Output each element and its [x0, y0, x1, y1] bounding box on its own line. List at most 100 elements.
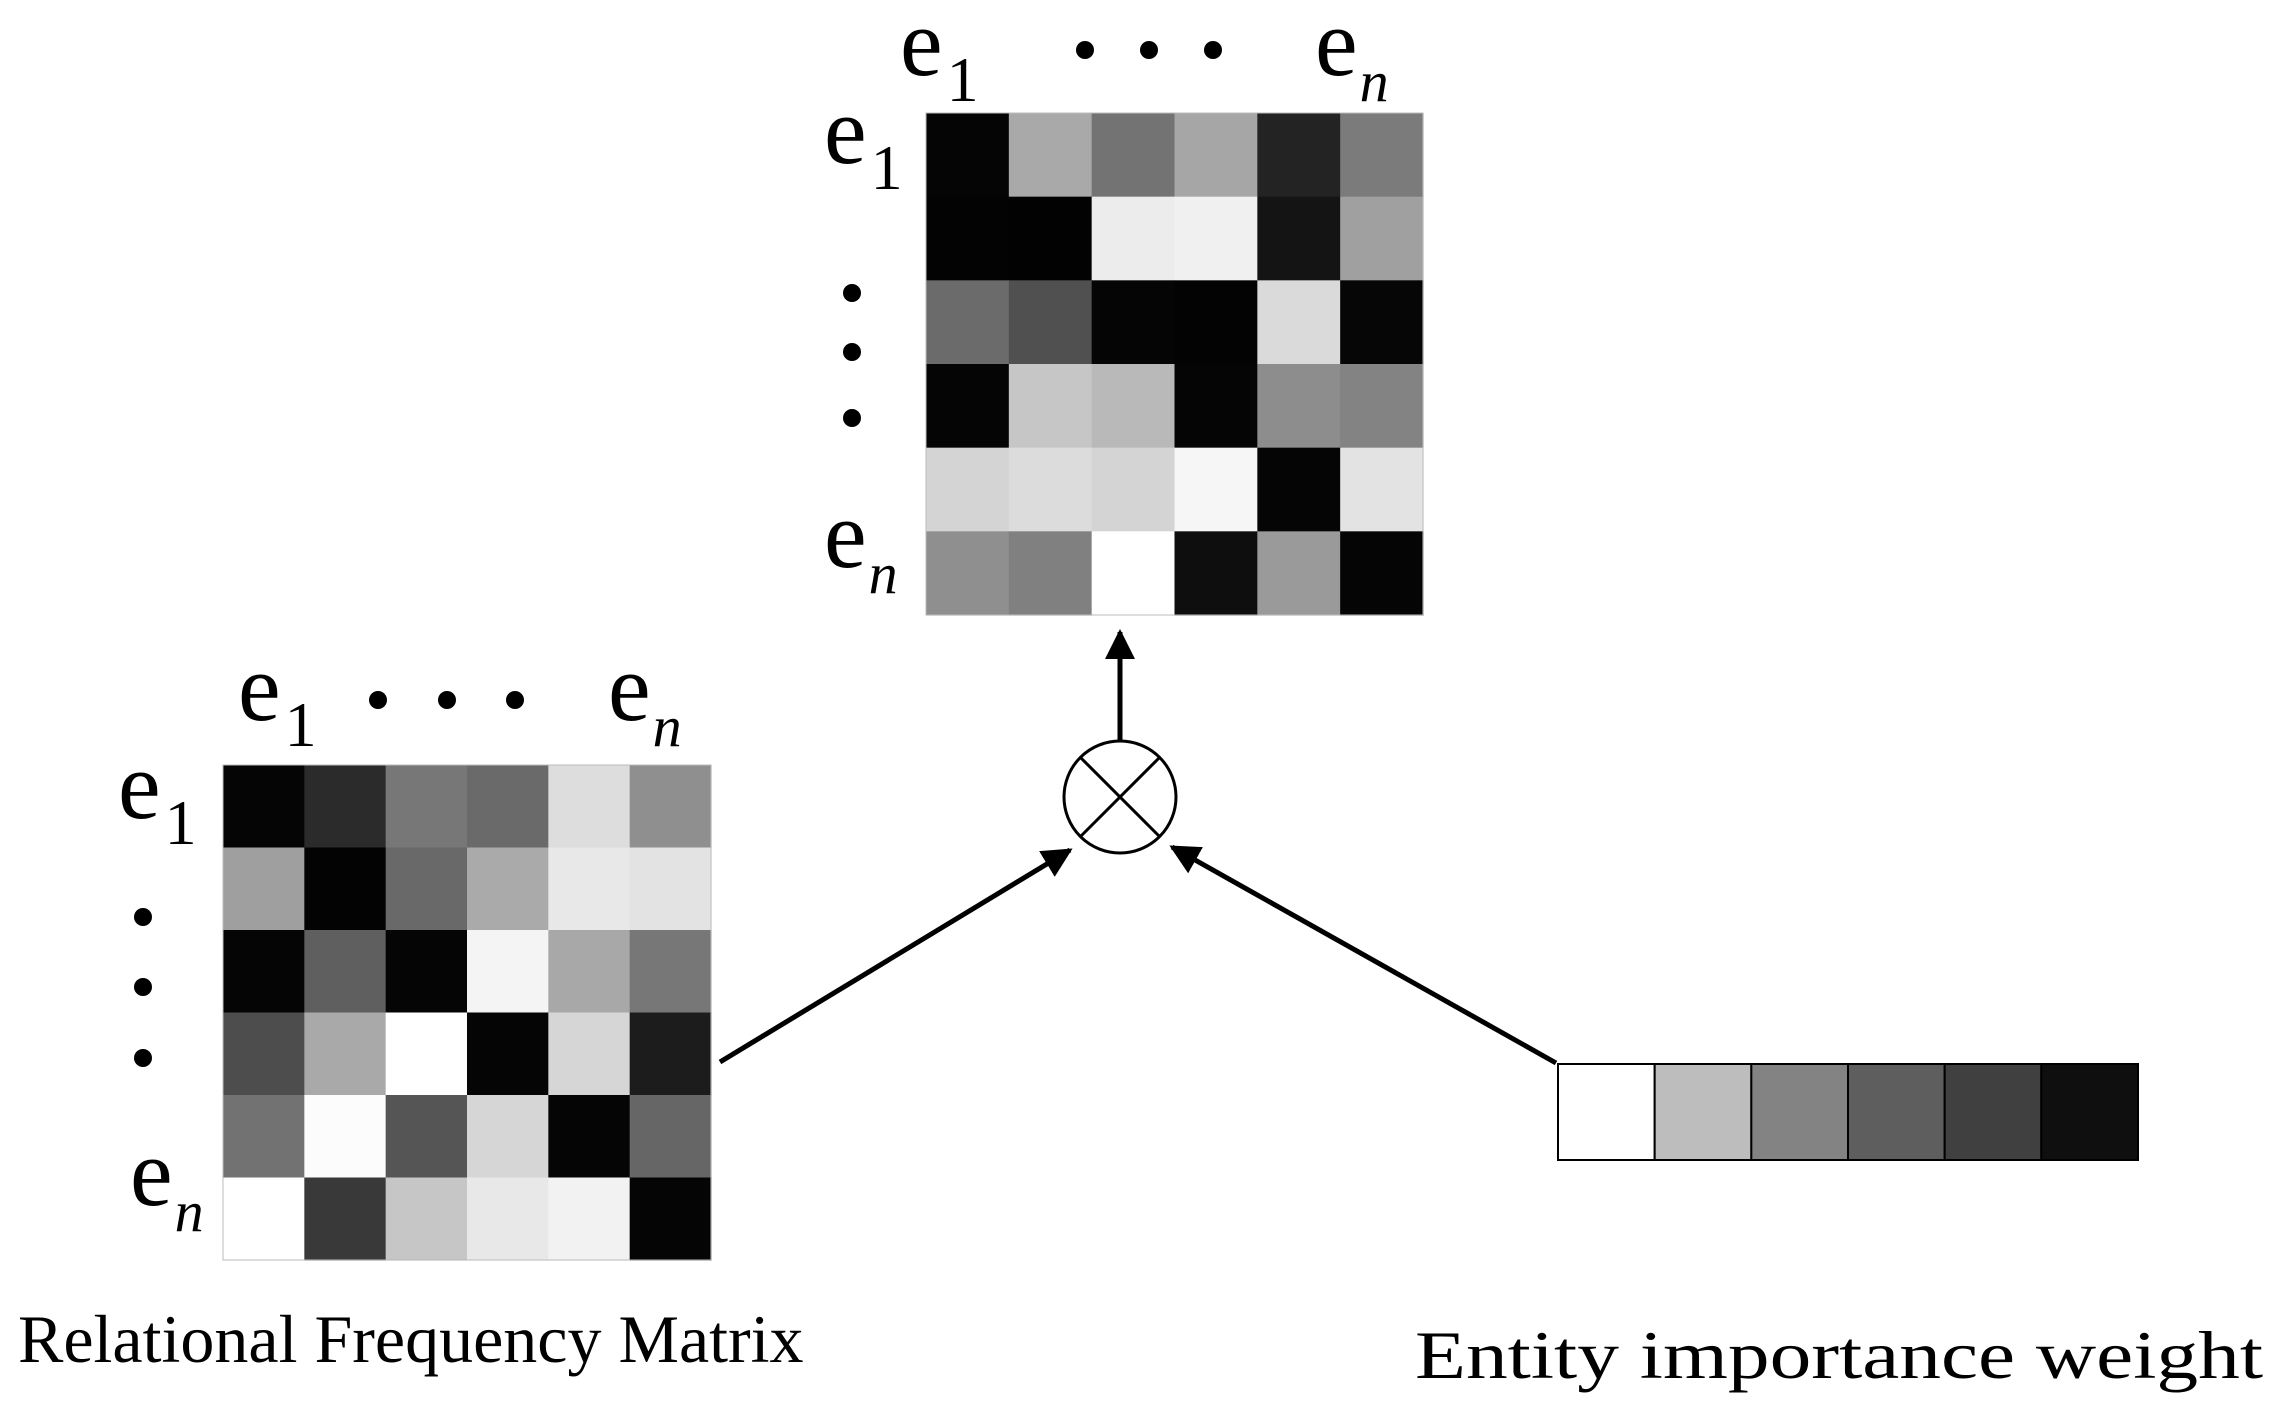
frequency-matrix-cell-r3-c1 — [223, 930, 305, 1014]
result-matrix-cell-r1-c2 — [1008, 113, 1093, 198]
result-matrix-cell-r3-c3 — [1091, 280, 1176, 365]
result-matrix-cell-r2-c6 — [1340, 196, 1424, 281]
top-row-ellipsis — [843, 284, 861, 427]
result-matrix-cell-r4-c6 — [1340, 364, 1424, 449]
frequency-matrix-cell-r2-c3 — [385, 847, 468, 931]
left-col-ellipsis — [369, 691, 524, 709]
left-row-ellipsis — [134, 908, 152, 1067]
frequency-matrix-cell-r1-c2 — [304, 765, 387, 849]
result-matrix-cell-r2-c4 — [1174, 196, 1258, 281]
top-col-label-last: en — [1315, 0, 1389, 114]
frequency-matrix-cell-r4-c3 — [385, 1012, 468, 1096]
frequency-matrix-cell-r1-c6 — [629, 765, 712, 849]
entity-importance-weight-vector — [1557, 1063, 2139, 1161]
result-matrix-cell-r5-c4 — [1174, 447, 1258, 532]
frequency-matrix-cell-r6-c6 — [629, 1177, 712, 1261]
result-matrix-cell-r1-c4 — [1174, 113, 1258, 198]
multiply-operator-icon — [1062, 739, 1178, 855]
frequency-matrix-cell-r5-c5 — [548, 1095, 631, 1179]
left-row-label-first: e1 — [118, 732, 197, 858]
frequency-matrix-border — [222, 764, 712, 1261]
frequency-matrix-cell-r6-c4 — [467, 1177, 549, 1261]
result-matrix-cell-r3-c6 — [1340, 280, 1424, 365]
frequency-matrix-cell-r6-c1 — [223, 1177, 305, 1261]
left-col-label-last: en — [608, 634, 682, 759]
result-matrix-cell-r4-c2 — [1008, 364, 1093, 449]
frequency-matrix-cell-r5-c2 — [304, 1095, 387, 1179]
result-matrix-cell-r6-c5 — [1257, 531, 1341, 616]
result-matrix-cell-r6-c4 — [1174, 531, 1258, 616]
weight-cell-3 — [1750, 1063, 1849, 1161]
result-matrix-border — [925, 112, 1424, 616]
svg-text:en: en — [824, 481, 898, 606]
result-matrix-cell-r6-c2 — [1008, 531, 1093, 616]
frequency-matrix-cell-r5-c4 — [467, 1095, 549, 1179]
result-matrix-cell-r4-c1 — [926, 364, 1010, 449]
frequency-matrix-cell-r2-c2 — [304, 847, 387, 931]
frequency-matrix-cell-r6-c5 — [548, 1177, 631, 1261]
frequency-matrix-cell-r5-c3 — [385, 1095, 468, 1179]
frequency-matrix-cell-r1-c5 — [548, 765, 631, 849]
result-matrix-cell-r1-c1 — [926, 113, 1010, 198]
result-matrix-cell-r5-c2 — [1008, 447, 1093, 532]
frequency-matrix-cell-r3-c3 — [385, 930, 468, 1014]
result-matrix-cell-r4-c4 — [1174, 364, 1258, 449]
frequency-matrix-cell-r4-c5 — [548, 1012, 631, 1096]
result-matrix-cell-r6-c3 — [1091, 531, 1176, 616]
svg-text:en: en — [608, 634, 682, 759]
frequency-matrix-cell-r1-c1 — [223, 765, 305, 849]
result-matrix-cell-r5-c6 — [1340, 447, 1424, 532]
frequency-matrix-cell-r1-c3 — [385, 765, 468, 849]
frequency-matrix-cell-r4-c2 — [304, 1012, 387, 1096]
frequency-matrix-cell-r1-c4 — [467, 765, 549, 849]
arrow-matrix-to-operator — [718, 847, 1073, 1065]
result-matrix-cell-r3-c1 — [926, 280, 1010, 365]
frequency-matrix-cell-r2-c6 — [629, 847, 712, 931]
svg-text:e1: e1 — [824, 77, 903, 203]
result-matrix-cell-r2-c2 — [1008, 196, 1093, 281]
svg-text:en: en — [1315, 0, 1389, 114]
top-col-label-first: e1 — [900, 0, 979, 115]
frequency-matrix-cell-r3-c5 — [548, 930, 631, 1014]
top-col-ellipsis — [1076, 41, 1222, 59]
svg-text:e1: e1 — [118, 732, 197, 858]
weight-cell-4 — [1847, 1063, 1946, 1161]
relational-frequency-matrix — [222, 764, 712, 1261]
frequency-matrix-cell-r2-c5 — [548, 847, 631, 931]
frequency-matrix-cell-r2-c4 — [467, 847, 549, 931]
frequency-matrix-cell-r5-c1 — [223, 1095, 305, 1179]
result-matrix-cell-r1-c5 — [1257, 113, 1341, 198]
svg-text:e1: e1 — [900, 0, 979, 115]
result-matrix-cell-r4-c3 — [1091, 364, 1176, 449]
result-matrix-cell-r1-c6 — [1340, 113, 1424, 198]
weight-cell-1 — [1557, 1063, 1656, 1161]
arrow-weight-to-operator — [1169, 844, 1558, 1066]
frequency-matrix-cell-r6-c3 — [385, 1177, 468, 1261]
result-matrix-cell-r6-c6 — [1340, 531, 1424, 616]
result-matrix-cell-r2-c1 — [926, 196, 1010, 281]
result-matrix-cell-r3-c2 — [1008, 280, 1093, 365]
weight-cell-2 — [1653, 1063, 1753, 1161]
result-matrix-cell-r1-c3 — [1091, 113, 1176, 198]
result-matrix-cell-r3-c4 — [1174, 280, 1258, 365]
top-row-label-first: e1 — [824, 77, 903, 203]
result-matrix-cell-r2-c5 — [1257, 196, 1341, 281]
left-col-label-first: e1 — [238, 634, 317, 760]
result-matrix-cell-r2-c3 — [1091, 196, 1176, 281]
result-matrix-cell-r5-c5 — [1257, 447, 1341, 532]
result-matrix-cell-r6-c1 — [926, 531, 1010, 616]
result-matrix-cell-r3-c5 — [1257, 280, 1341, 365]
weight-cell-5 — [1943, 1063, 2043, 1161]
result-matrix — [925, 112, 1424, 616]
frequency-matrix-cell-r4-c4 — [467, 1012, 549, 1096]
caption-relational-frequency-matrix: Relational Frequency Matrix — [18, 1301, 804, 1377]
result-matrix-cell-r5-c3 — [1091, 447, 1176, 532]
svg-text:en: en — [130, 1119, 204, 1244]
weight-cell-6 — [2040, 1063, 2139, 1161]
left-row-label-last: en — [130, 1119, 204, 1244]
svg-text:e1: e1 — [238, 634, 317, 760]
result-matrix-cell-r4-c5 — [1257, 364, 1341, 449]
frequency-matrix-cell-r4-c6 — [629, 1012, 712, 1096]
top-row-label-last: en — [824, 481, 898, 606]
